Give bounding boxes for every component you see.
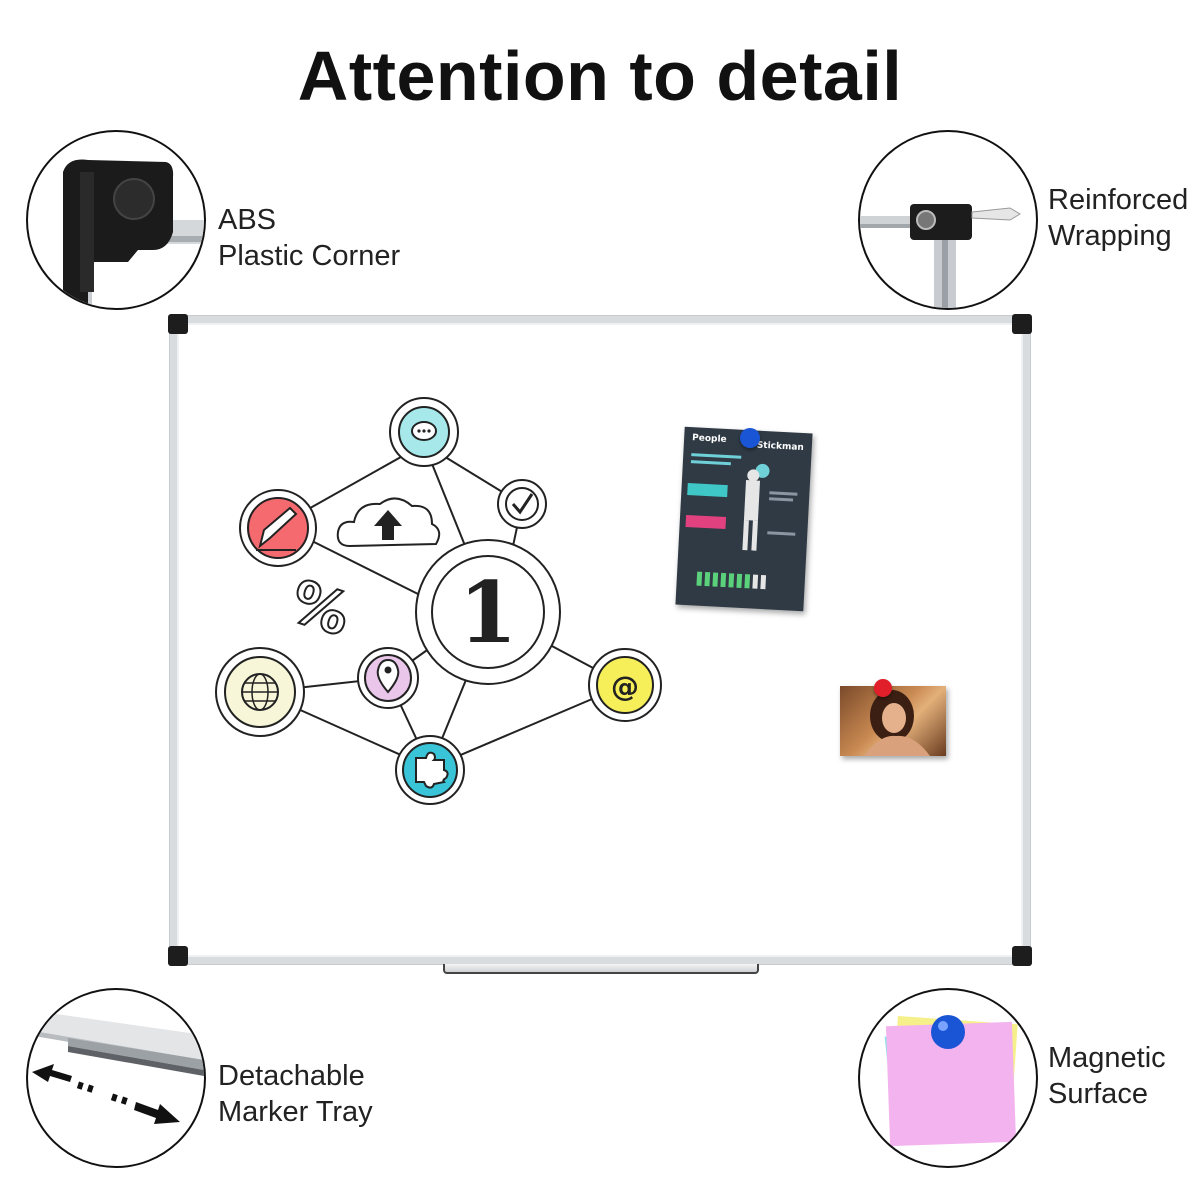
page-title: Attention to detail — [297, 37, 903, 115]
magnetic-surface-label-line1: Magnetic — [1048, 1042, 1166, 1074]
reinforced-wrapping-label: Reinforced Wrapping — [1048, 182, 1188, 254]
abs-corner-label-line1: ABS — [218, 204, 277, 236]
whiteboard — [170, 316, 1030, 964]
marker-tray-label-line2: Marker Tray — [218, 1096, 373, 1128]
cloud-upload-icon — [336, 497, 441, 548]
marker-tray-label-line1: Detachable — [218, 1060, 365, 1092]
location-pin-icon — [357, 647, 419, 709]
board-corner-top-left — [168, 314, 188, 334]
magnetic-surface-label-line2: Surface — [1048, 1078, 1148, 1110]
abs-corner-label: ABS Plastic Corner — [218, 202, 400, 274]
globe-icon — [215, 647, 305, 737]
reinforced-wrapping-label-line1: Reinforced — [1048, 184, 1189, 216]
marker-tray — [443, 964, 759, 974]
center-number-node: 1 — [415, 539, 561, 685]
check-icon — [497, 479, 547, 529]
board-corner-bottom-left — [168, 946, 188, 966]
center-number: 1 — [459, 563, 517, 662]
svg-text:@: @ — [611, 670, 639, 703]
magnetic-surface-closeup — [858, 988, 1038, 1168]
chat-icon — [389, 397, 459, 467]
blue-magnet — [740, 428, 760, 448]
board-corner-top-right — [1012, 314, 1032, 334]
board-corner-bottom-right — [1012, 946, 1032, 966]
whiteboard-drawing: 1 % — [215, 397, 662, 805]
pencil-icon — [239, 489, 317, 567]
abs-corner-label-line2: Plastic Corner — [218, 240, 401, 272]
red-magnet — [874, 679, 892, 697]
svg-text:%: % — [282, 567, 358, 650]
marker-tray-label: Detachable Marker Tray — [218, 1058, 373, 1130]
abs-corner-closeup — [26, 130, 206, 310]
marker-tray-closeup — [26, 988, 206, 1168]
reinforced-wrapping-label-line2: Wrapping — [1048, 220, 1172, 252]
at-sign-icon: @ — [588, 648, 662, 722]
reinforced-wrapping-closeup — [858, 130, 1038, 310]
percent-icon: % — [281, 566, 359, 651]
puzzle-icon — [395, 735, 465, 805]
infographic-poster: People Stickman — [675, 426, 813, 612]
photo-card — [840, 686, 946, 756]
magnetic-surface-label: Magnetic Surface — [1048, 1040, 1166, 1112]
